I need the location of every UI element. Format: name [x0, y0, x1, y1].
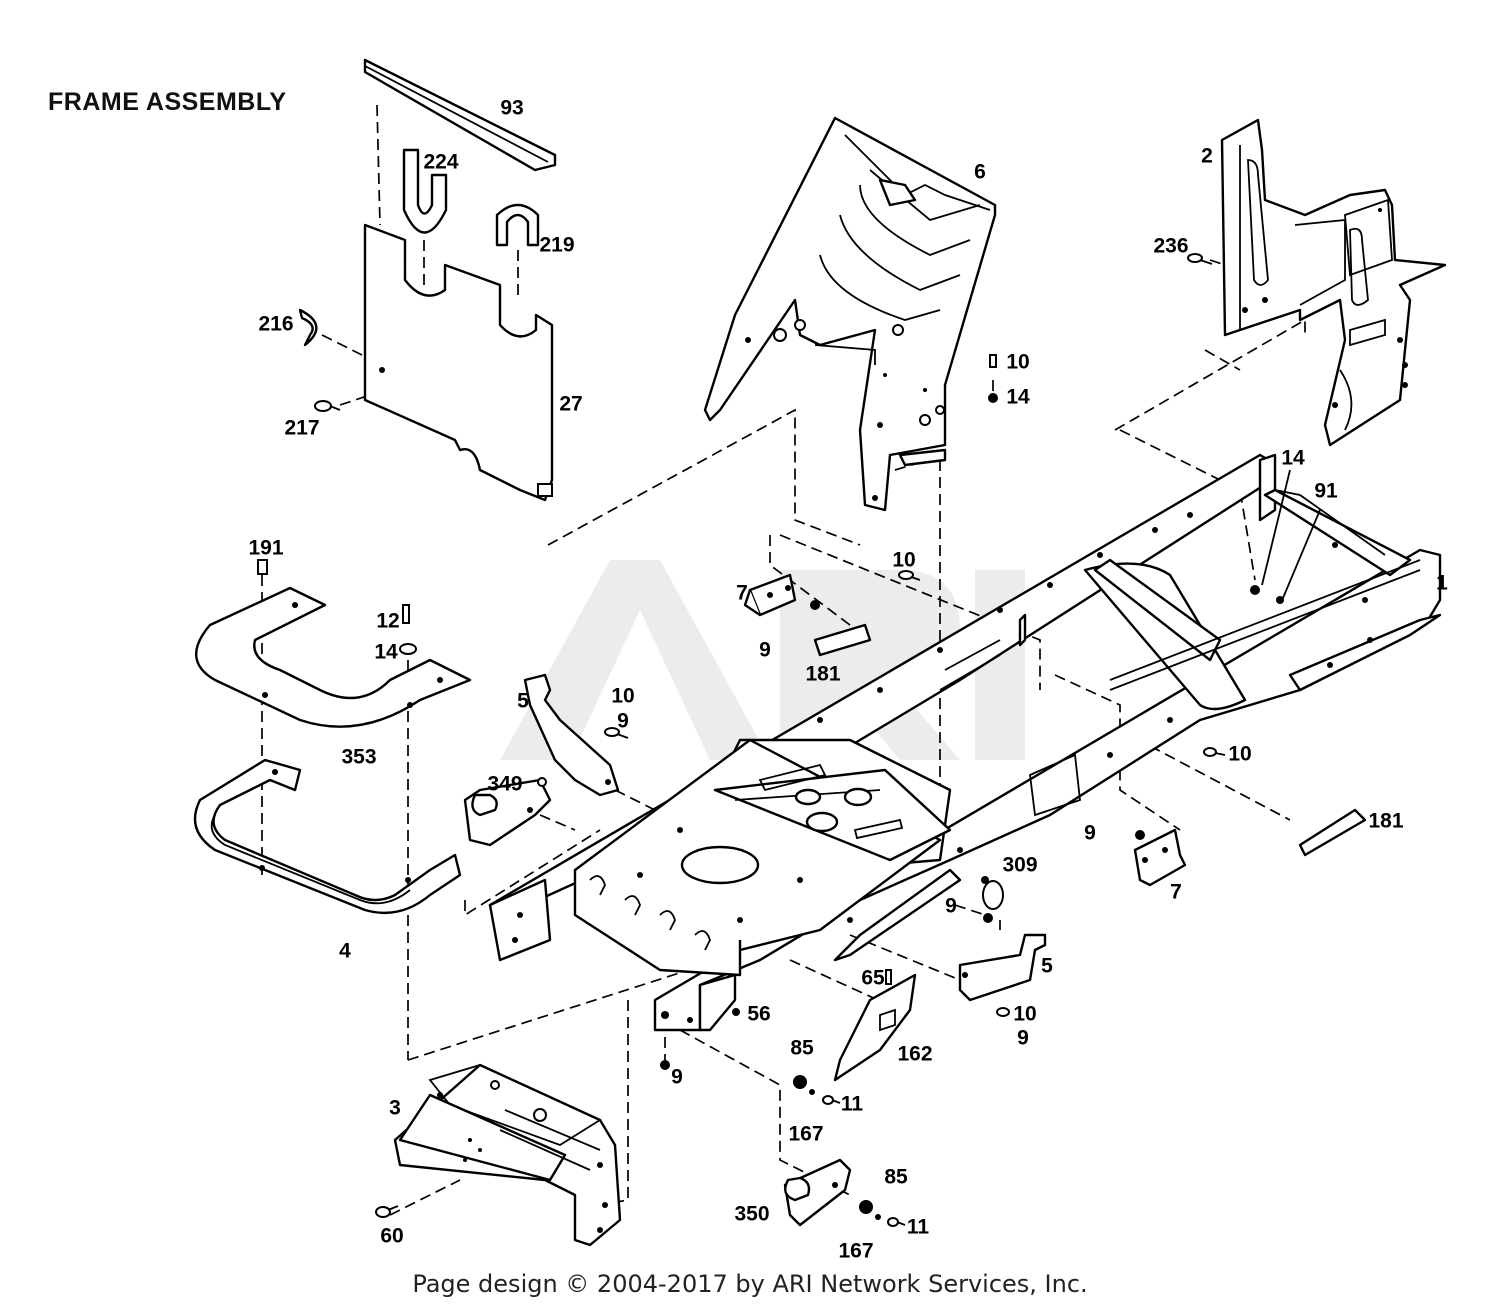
callout-9-lower: 9 — [671, 1065, 683, 1089]
part-349-bracket — [463, 777, 552, 847]
part-93-bracket — [363, 58, 557, 172]
part-7-lower-bracket — [1133, 828, 1187, 887]
callout-217: 217 — [284, 416, 320, 440]
part-353-footplate — [194, 559, 472, 728]
callout-11-lower: 11 — [906, 1215, 930, 1239]
part-236-bolt — [1187, 253, 1213, 265]
part-5-left-bracket — [523, 673, 620, 797]
callout-191: 191 — [248, 536, 284, 560]
callout-4: 4 — [339, 939, 351, 963]
part-27-panel — [363, 223, 554, 502]
callout-181-lower: 181 — [1368, 809, 1404, 833]
callout-167-lower: 167 — [838, 1239, 874, 1263]
callout-10-tower: 10 — [1006, 350, 1030, 374]
hardware-9-lower — [660, 1060, 670, 1070]
part-224-clip — [402, 148, 448, 234]
callout-350: 350 — [734, 1202, 770, 1226]
hardware-10-9-left — [604, 727, 629, 739]
page-title: FRAME ASSEMBLY — [48, 88, 287, 116]
part-219-clip — [495, 203, 540, 247]
callout-224: 224 — [423, 150, 459, 174]
callout-85-upper: 85 — [790, 1036, 814, 1060]
callout-9-upper: 9 — [759, 638, 771, 662]
callout-7-upper: 7 — [736, 581, 748, 605]
callout-1: 1 — [1436, 571, 1448, 595]
part-4-bumper — [193, 758, 462, 914]
callout-236: 236 — [1153, 234, 1189, 258]
page-footer-copyright: Page design © 2004-2017 by ARI Network S… — [412, 1270, 1088, 1298]
part-181-upper-pad — [813, 623, 872, 657]
callout-5-left: 5 — [517, 689, 529, 713]
part-1-main-frame — [488, 453, 1442, 1032]
callout-9-caster: 9 — [945, 894, 957, 918]
hardware-10-14-tower — [988, 354, 998, 403]
callout-9-left: 9 — [617, 709, 629, 733]
part-350-bracket — [783, 1158, 852, 1227]
part-3-battery-tray — [393, 1063, 622, 1247]
part-2-rear-support — [1220, 118, 1447, 447]
hardware-56 — [732, 1008, 740, 1016]
part-217-screw — [314, 400, 341, 412]
callout-60: 60 — [380, 1224, 404, 1248]
callout-14-rear: 14 — [1281, 446, 1305, 470]
hardware-14-91-rear — [1261, 469, 1321, 599]
callout-10-left: 10 — [611, 684, 635, 708]
hardware-12-14-footplate — [399, 604, 417, 655]
part-6-dash-tower — [703, 116, 997, 512]
callout-3: 3 — [389, 1096, 401, 1120]
callout-5-right: 5 — [1041, 954, 1053, 978]
callout-6: 6 — [974, 160, 986, 184]
part-181-lower-pad — [1298, 808, 1367, 857]
callout-181-upper: 181 — [805, 662, 841, 686]
hardware-10-frame-upper — [898, 570, 921, 581]
callout-91: 91 — [1314, 479, 1338, 503]
callout-14-footplate: 14 — [374, 640, 398, 664]
callout-27: 27 — [559, 392, 583, 416]
part-60-fastener — [375, 1205, 399, 1218]
callout-167-upper: 167 — [788, 1122, 824, 1146]
callout-10-right: 10 — [1228, 742, 1252, 766]
callout-85-lower: 85 — [884, 1165, 908, 1189]
alignment-lines — [261, 104, 1306, 1216]
part-309-caster — [981, 876, 1004, 923]
hardware-85-11-167 — [793, 1075, 841, 1105]
hardware-85-11-167-lower — [859, 1200, 906, 1227]
callout-65: 65 — [861, 966, 885, 990]
callout-56: 56 — [747, 1002, 771, 1026]
callout-14-tower: 14 — [1006, 385, 1030, 409]
callout-349: 349 — [487, 772, 523, 796]
callout-7-lower: 7 — [1170, 880, 1182, 904]
callout-219: 219 — [539, 233, 575, 257]
callout-12: 12 — [376, 609, 400, 633]
part-7-upper-bracket — [743, 573, 820, 617]
callout-9-right: 9 — [1084, 821, 1096, 845]
callout-93: 93 — [500, 96, 524, 120]
callout-10-frame: 10 — [892, 548, 916, 572]
callout-309: 309 — [1002, 853, 1038, 877]
part-162-shield — [833, 969, 917, 1082]
callout-2: 2 — [1201, 144, 1213, 168]
part-5-right-bracket — [958, 933, 1047, 1017]
callout-9-bracket: 9 — [1017, 1026, 1029, 1050]
hardware-10-frame-right — [1203, 747, 1226, 757]
callout-162: 162 — [897, 1042, 933, 1066]
callout-11-upper: 11 — [840, 1092, 864, 1116]
callout-10-bracket: 10 — [1013, 1002, 1037, 1026]
callout-216: 216 — [258, 312, 294, 336]
part-216-grommet — [298, 308, 318, 347]
callout-353: 353 — [341, 745, 377, 769]
